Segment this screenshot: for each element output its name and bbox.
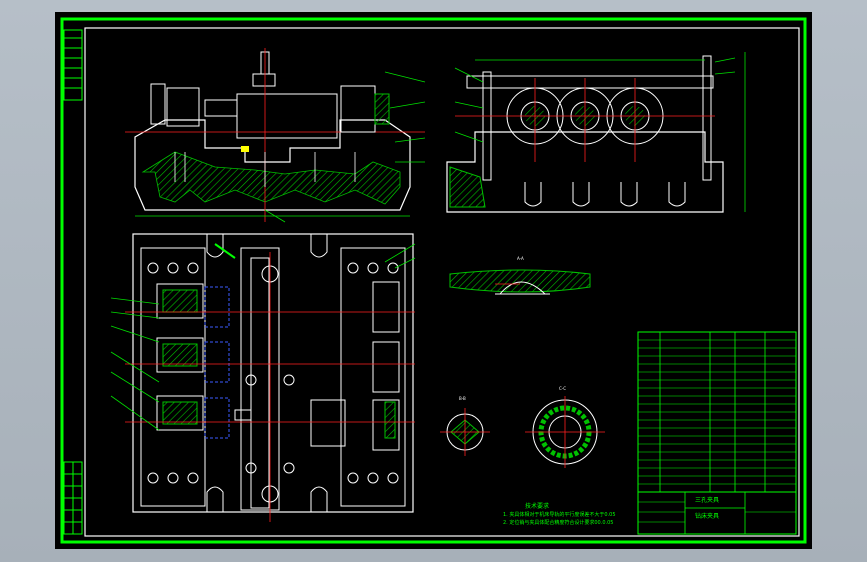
technical-notes: 技术要求 1. 夹具体相对于机床导轨的平行度误差不大于0.05 2. 定位销与夹… [503, 502, 616, 526]
section-label-c: C-C [559, 386, 566, 391]
section-detail-a [449, 269, 591, 295]
front-view [125, 48, 426, 223]
title-block: 三孔夹具 钻床夹具 [637, 491, 797, 535]
edge-label-strip [63, 29, 83, 535]
section-detail-c [525, 396, 605, 468]
notes-heading: 技术要求 [525, 502, 549, 510]
note-line-2: 2. 定位销与夹具体配合精度符合设计要求00.0.05 [503, 519, 613, 526]
top-view [110, 233, 416, 522]
drawing-sheet: A-A B-B C-C 技术要求 1. 夹具体相对于机床导轨的平行度误差不大于0… [55, 12, 812, 549]
section-label-b: B-B [459, 396, 466, 401]
section-detail-b [440, 408, 490, 456]
parts-list-table [637, 331, 797, 493]
side-view [446, 52, 746, 213]
drawing-title: 三孔夹具 [695, 496, 719, 504]
note-line-1: 1. 夹具体相对于机床导轨的平行度误差不大于0.05 [503, 511, 616, 518]
outer-frame [60, 17, 807, 544]
section-label-a: A-A [517, 256, 524, 261]
drawing-subtitle: 钻床夹具 [695, 512, 719, 520]
